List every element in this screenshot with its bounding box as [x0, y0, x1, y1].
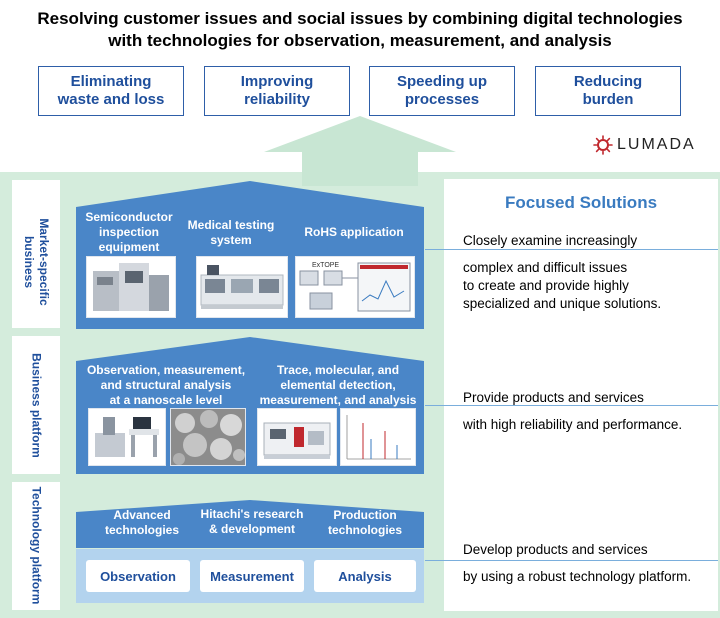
- goal-text: Eliminating: [70, 73, 152, 90]
- business-description: Provide products and services with high …: [463, 387, 682, 435]
- upward-arrow: [264, 116, 456, 186]
- item-text: Hitachi's research: [200, 507, 304, 521]
- semiconductor-equipment-photo: [86, 256, 176, 318]
- item-text: Trace, molecular, and: [276, 363, 400, 377]
- rohs-diagram-icon: ExTOPE: [299, 262, 411, 312]
- divider-line: [425, 560, 718, 561]
- item-text: Observation, measurement,: [86, 363, 246, 377]
- box-analysis: Analysis: [314, 560, 416, 592]
- item-text: elemental detection,: [280, 378, 396, 392]
- item-text: system: [210, 233, 252, 247]
- side-label-market: Market-specific business: [21, 208, 51, 316]
- medical-testing-photo: [196, 256, 288, 318]
- description-line: Provide products and services: [463, 390, 644, 405]
- item-text: Semiconductor: [85, 210, 173, 224]
- item-text: and structural analysis: [100, 378, 232, 392]
- technology-item-production: Production technologies: [310, 508, 420, 538]
- market-description: Closely examine increasingly complex and…: [463, 230, 661, 314]
- goal-text: reliability: [244, 91, 310, 108]
- description-line: Closely examine increasingly: [463, 233, 638, 248]
- side-label-text: business: [22, 235, 36, 289]
- semiconductor-machine-icon: [93, 263, 169, 311]
- item-text: technologies: [104, 523, 179, 537]
- item-text: at a nanoscale level: [109, 393, 223, 407]
- rohs-application-photo: ExTOPE: [295, 256, 415, 318]
- medical-system-icon: [200, 265, 284, 309]
- focused-solutions-title: Focused Solutions: [504, 193, 658, 212]
- technology-item-research: Hitachi's research & development: [190, 507, 314, 537]
- nanoscale-particles-icon: [173, 410, 245, 465]
- technology-shape: [76, 500, 424, 548]
- item-text: RoHS application: [304, 225, 404, 239]
- item-text: technologies: [327, 523, 402, 537]
- goal-text: burden: [582, 91, 634, 108]
- item-text: measurement, and analysis: [259, 393, 417, 407]
- lumada-logo: LUMADA: [593, 134, 696, 156]
- side-label-text: Market-specific: [37, 218, 51, 306]
- goal-text: waste and loss: [57, 91, 165, 108]
- box-measurement: Measurement: [200, 560, 304, 592]
- spectrum-icon: [346, 415, 411, 460]
- item-text: Advanced: [113, 508, 171, 522]
- electron-microscope-photo: [88, 408, 166, 466]
- item-text: & development: [208, 522, 295, 536]
- goal-text: processes: [404, 91, 480, 108]
- item-text: Production: [333, 508, 397, 522]
- description-line: Develop products and services: [463, 542, 648, 557]
- description-line: specialized and unique solutions.: [463, 296, 662, 311]
- microscope-icon: [95, 417, 159, 457]
- goal-text: Speeding up: [397, 73, 487, 90]
- item-text: Medical testing: [187, 218, 275, 232]
- business-item-trace-detection: Trace, molecular, and elemental detectio…: [254, 363, 422, 408]
- technology-description: Develop products and services by using a…: [463, 539, 691, 587]
- side-box-business: Business platform: [12, 336, 60, 474]
- box-observation: Observation: [86, 560, 190, 592]
- business-item-observation: Observation, measurement, and structural…: [80, 363, 252, 408]
- title-line-1: Resolving customer issues and social iss…: [37, 9, 683, 28]
- side-label-business: Business platform: [29, 353, 44, 458]
- market-item-rohs: RoHS application: [296, 225, 412, 240]
- description-line: to create and provide highly: [463, 278, 629, 293]
- item-text: equipment: [98, 240, 160, 254]
- goal-text: Improving: [240, 73, 314, 90]
- title-line-2: with technologies for observation, measu…: [108, 31, 612, 50]
- goal-text: Reducing: [573, 73, 643, 90]
- description-line: by using a robust technology platform.: [463, 569, 692, 584]
- description-line: complex and difficult issues: [463, 260, 628, 275]
- analyzer-instrument-photo: [257, 408, 337, 466]
- side-label-technology: Technology platform: [29, 486, 44, 605]
- lumada-wordmark: LUMADA: [617, 136, 696, 153]
- spectrum-chart-photo: [340, 408, 416, 466]
- side-box-technology: Technology platform: [12, 482, 60, 610]
- market-item-semiconductor: Semiconductor inspection equipment: [76, 210, 182, 255]
- side-box-market: Market-specific business: [12, 180, 60, 328]
- lumada-mark-icon: [593, 135, 613, 155]
- description-line: with high reliability and performance.: [463, 417, 683, 432]
- item-text: inspection: [98, 225, 159, 239]
- arrow-shape: [264, 116, 456, 186]
- divider-line: [425, 249, 718, 250]
- market-item-medical: Medical testing system: [176, 218, 286, 248]
- nanoscale-image-photo: [170, 408, 246, 466]
- rohs-photo-caption: ExTOPE: [312, 262, 339, 269]
- diagram-title: Resolving customer issues and social iss…: [0, 8, 720, 52]
- technology-item-advanced: Advanced technologies: [90, 508, 194, 538]
- focused-solutions-panel: [444, 179, 718, 611]
- divider-line: [425, 405, 718, 406]
- analyzer-icon: [263, 422, 331, 459]
- technology-pentagon: [76, 500, 424, 548]
